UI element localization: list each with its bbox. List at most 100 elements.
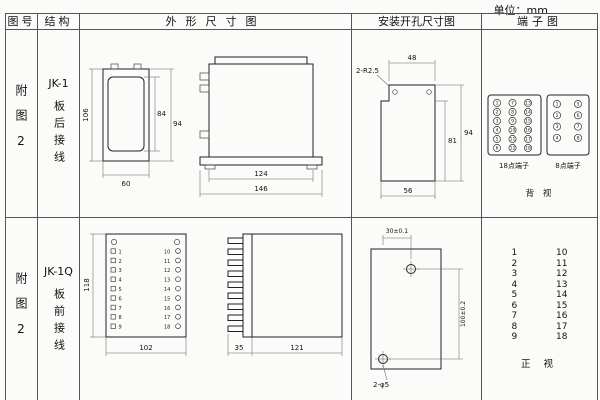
side-terminal-knob <box>227 237 243 244</box>
jk1q-front-dims: 118 102 <box>83 233 186 356</box>
dim-height: 118 <box>83 278 91 291</box>
front-terminal-hole <box>174 295 181 301</box>
front-terminal-screw <box>110 276 116 282</box>
term18-circle <box>523 144 532 152</box>
jk1q-side-dims: 35 121 <box>227 334 342 356</box>
model-label-jk1: JK-1 <box>48 76 69 90</box>
cell-outline-jk1: 106 84 94 60 <box>79 29 352 218</box>
front-terminal-num: 13 <box>164 278 170 284</box>
front-terminal-screw <box>110 257 116 264</box>
label-18pt: 18点端子 <box>499 161 529 170</box>
cell-structure-2: JK-1Q 板前接线 <box>37 217 80 400</box>
term18-num: 10 <box>509 128 515 134</box>
term8-num: 3 <box>555 124 558 130</box>
view-label-rear: 背 视 <box>525 188 554 199</box>
term8-circle <box>573 133 582 142</box>
term18-num: 14 <box>525 110 531 116</box>
front-terminal-screw <box>110 248 116 254</box>
term8-num: 5 <box>576 102 579 108</box>
term18-num: 16 <box>525 128 531 134</box>
wiring-label-jk1q: 板前接线 <box>52 287 66 356</box>
mounting-hole-bottom <box>374 351 391 367</box>
terminal-num: 3 <box>511 269 518 279</box>
jk1-side-view <box>199 56 322 170</box>
row-jk1: 附图2 JK-1 板后接线 <box>5 29 598 218</box>
front-terminal-num: 1 <box>118 249 121 255</box>
side-terminal-knob <box>227 303 243 310</box>
terminal-num: 17 <box>556 321 568 332</box>
jk1-front-dims: 106 84 94 60 <box>82 68 182 188</box>
term18-circle <box>508 108 516 116</box>
dim-body-depth: 121 <box>290 344 303 352</box>
header-row: 图号 结构 外形尺寸图 安装开孔尺寸图 端子图 <box>5 13 598 30</box>
header-outline: 外形尺寸图 <box>79 13 352 30</box>
terminal-num: 10 <box>556 248 568 258</box>
front-terminal-num: 11 <box>164 259 170 265</box>
side-terminal-knob <box>227 259 243 266</box>
terminal-num: 6 <box>511 300 518 311</box>
term18-circle <box>523 99 532 107</box>
dim-hole-offset: 30±0.1 <box>385 228 407 235</box>
front-terminal-num: 16 <box>164 306 170 312</box>
dim-front-width: 60 <box>121 180 130 188</box>
side-terminal-knob <box>227 270 243 277</box>
header-fig-no: 图号 <box>5 13 38 30</box>
term18-circle <box>492 144 501 152</box>
term8-circle <box>552 111 561 120</box>
front-terminal-num: 5 <box>118 287 121 293</box>
dim-inner-height: 81 <box>448 137 457 145</box>
front-terminal-hole <box>174 276 181 282</box>
side-terminal-knob <box>227 314 243 321</box>
front-terminal-num: 14 <box>164 287 170 293</box>
side-terminal-knob <box>227 292 243 299</box>
view-label-front: 正 视 <box>520 358 559 370</box>
term8-circle <box>573 100 582 108</box>
fig-no-label-1: 附图2 <box>14 83 28 161</box>
term8-num: 4 <box>555 136 558 142</box>
term18-num: 2 <box>495 110 498 116</box>
cell-mounting-jk1q: 30±0.1 100±0.2 2-φ5 <box>351 217 482 400</box>
jk1q-panel-outline <box>370 248 441 370</box>
term8-circle <box>573 111 582 120</box>
terminal-num: 5 <box>511 290 518 300</box>
side-terminal-knob <box>227 281 243 288</box>
term18-num: 18 <box>525 146 531 152</box>
front-terminal-num: 10 <box>164 249 170 255</box>
cell-fig-no-1: 附图2 <box>5 29 38 218</box>
term18-num: 3 <box>495 119 498 125</box>
front-terminal-hole <box>174 248 181 254</box>
jk1q-side-view <box>227 233 342 338</box>
term18-num: 12 <box>509 146 515 152</box>
term18-circle <box>523 117 532 125</box>
front-terminal-num: 7 <box>118 306 121 312</box>
term18-circle <box>523 126 532 134</box>
dim-top-width: 48 <box>407 54 416 62</box>
terminal-num: 7 <box>511 311 518 321</box>
header-structure: 结构 <box>37 13 80 30</box>
cell-mounting-jk1: 2-R2.5 48 81 94 <box>351 29 482 218</box>
term18-circle <box>508 135 516 143</box>
term18-num: 1 <box>495 101 498 107</box>
dim-total-height: 94 <box>464 129 473 137</box>
dim-width: 102 <box>139 344 152 352</box>
term8-num: 7 <box>576 124 579 130</box>
spec-table: 图号 结构 外形尺寸图 安装开孔尺寸图 端子图 附图2 JK-1 板后接线 <box>5 13 598 400</box>
label-8pt: 8点端子 <box>555 161 580 170</box>
front-terminal-screw <box>110 323 116 329</box>
term18-num: 9 <box>511 119 514 125</box>
term8-num: 6 <box>576 113 579 119</box>
